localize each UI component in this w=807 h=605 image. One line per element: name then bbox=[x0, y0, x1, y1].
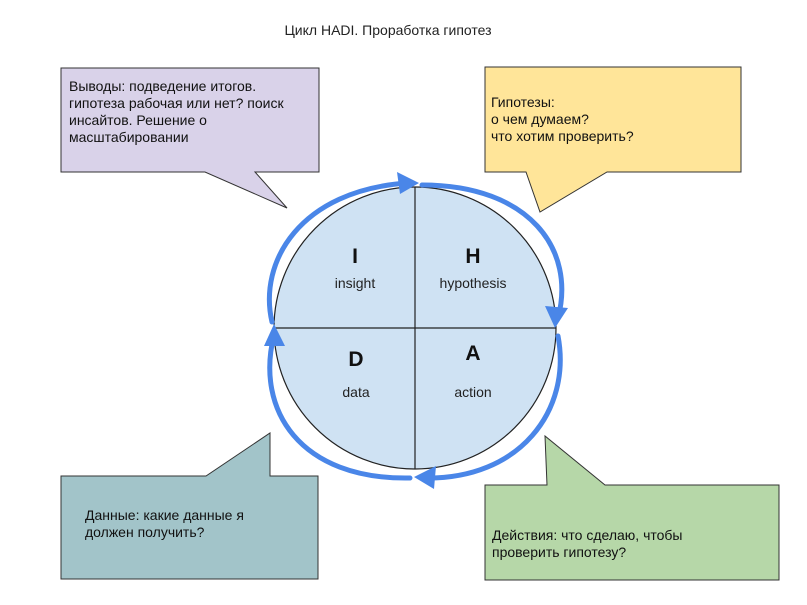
callout-insight-line: Выводы: подведение итогов. bbox=[69, 78, 257, 94]
arrow-data-to-insight bbox=[267, 332, 413, 481]
callout-hypothesis-line: что хотим проверить? bbox=[491, 128, 634, 144]
quadrant-insight-word: insight bbox=[335, 275, 376, 291]
callout-insight-text: Выводы: подведение итогов. гипотеза рабо… bbox=[69, 78, 284, 146]
callout-action-text: Действия: что сделаю, чтобы проверить ги… bbox=[492, 527, 682, 561]
callout-data-line: должен получить? bbox=[85, 524, 205, 540]
quadrant-hypothesis-letter: H bbox=[465, 245, 480, 268]
callout-hypothesis-line: Гипотезы: bbox=[491, 94, 555, 110]
arrow-hypothesis-to-action bbox=[419, 182, 565, 321]
callout-data-line: Данные: какие данные я bbox=[85, 507, 244, 523]
arrow-action-to-data bbox=[421, 333, 563, 481]
quadrant-action-word: action bbox=[454, 384, 491, 400]
callout-insight-line: инсайтов. Решение о bbox=[69, 112, 207, 128]
callout-hypothesis-text: Гипотезы: о чем думаем? что хотим провер… bbox=[491, 94, 634, 145]
arrowhead-right-icon bbox=[545, 306, 568, 328]
quadrant-data-letter: D bbox=[348, 348, 363, 371]
arrowhead-top-icon bbox=[397, 172, 419, 194]
callout-action-shape bbox=[484, 434, 780, 581]
callout-action-line: Действия: что сделаю, чтобы bbox=[492, 527, 683, 543]
callout-data-shape bbox=[60, 432, 319, 580]
arrowhead-left-icon bbox=[264, 324, 285, 346]
arrow-insight-to-hypothesis bbox=[266, 180, 411, 325]
callout-action-line: проверить гипотезу? bbox=[492, 544, 627, 560]
quadrant-hypothesis-word: hypothesis bbox=[440, 275, 507, 291]
callout-hypothesis-shape bbox=[484, 66, 742, 213]
callout-hypothesis-line: о чем думаем? bbox=[491, 111, 589, 127]
callout-insight-line: масштабировании bbox=[69, 129, 189, 145]
callout-data-text: Данные: какие данные я должен получить? bbox=[85, 507, 244, 541]
quadrant-action-letter: A bbox=[465, 342, 480, 365]
quadrant-data-word: data bbox=[342, 384, 369, 400]
quadrant-insight-letter: I bbox=[352, 245, 358, 268]
arrowhead-bottom-icon bbox=[414, 466, 436, 489]
diagram-title: Цикл HADI. Проработка гипотез bbox=[284, 22, 491, 38]
callout-insight-shape bbox=[60, 67, 320, 209]
callout-insight-line: гипотеза рабочая или нет? поиск bbox=[69, 95, 284, 111]
